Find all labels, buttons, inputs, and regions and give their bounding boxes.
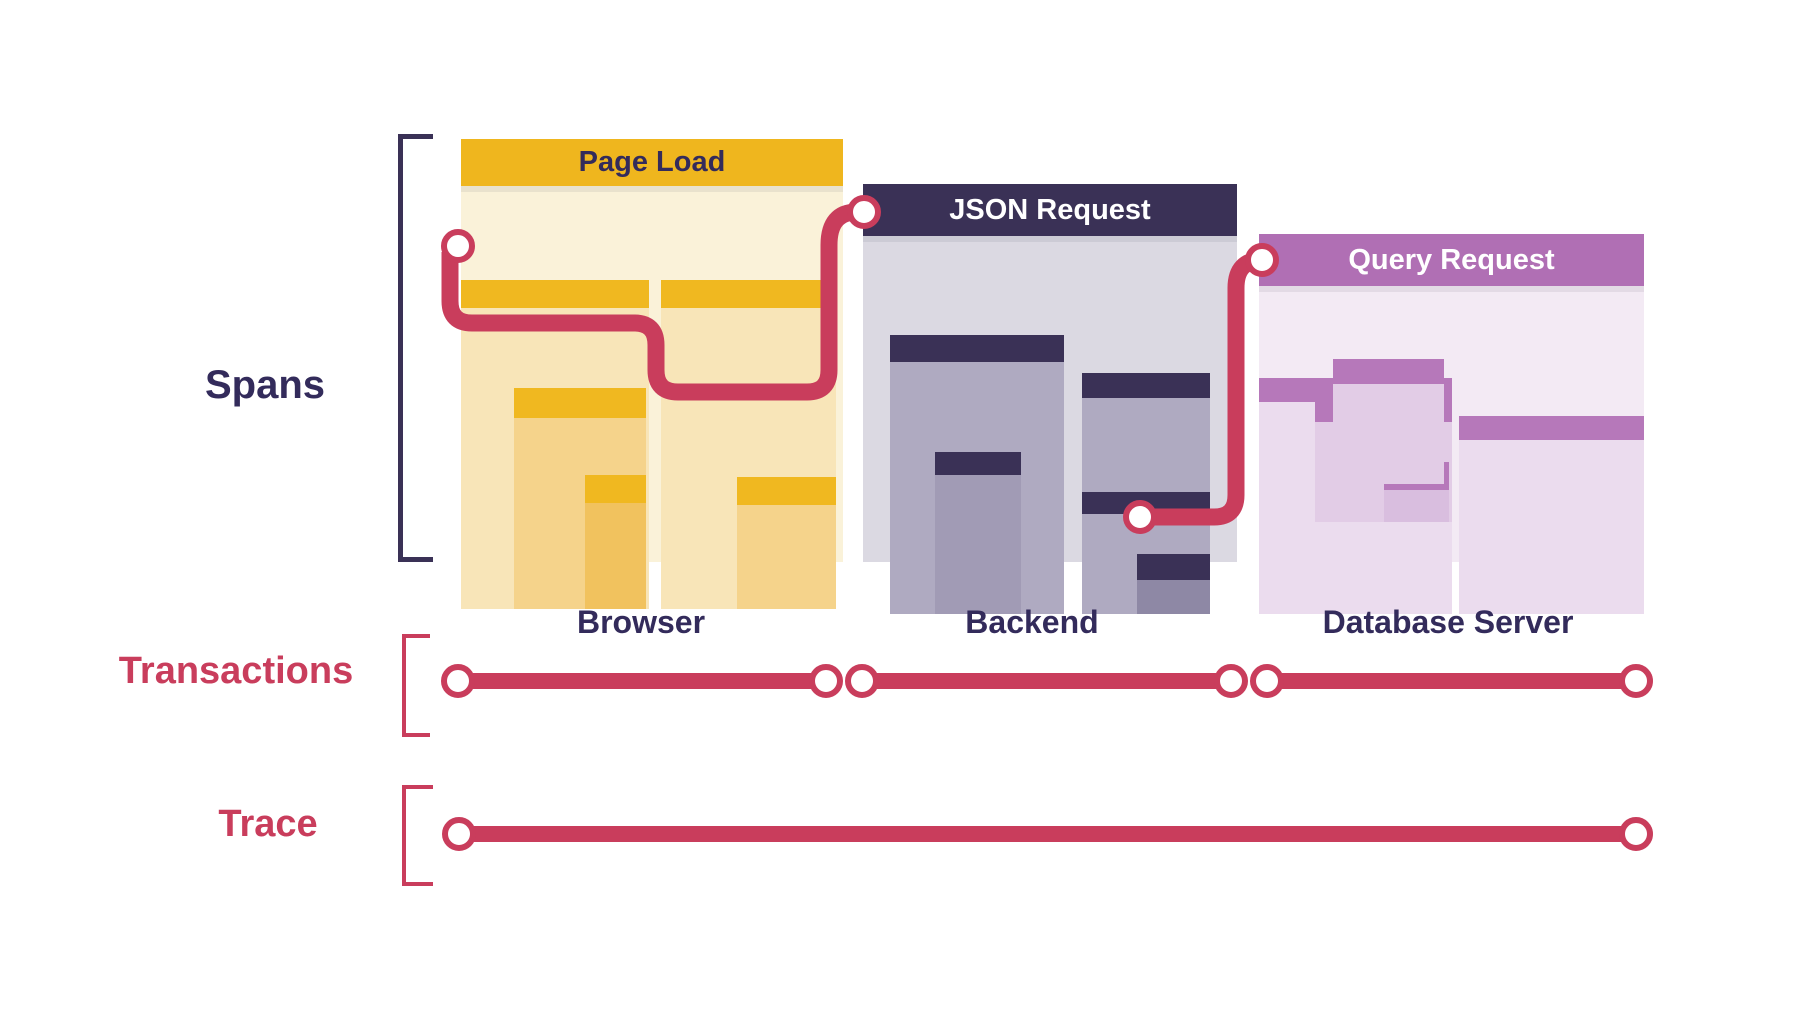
query-request-subspan-right-child-body	[1333, 384, 1444, 484]
trace-end-marker	[1619, 817, 1653, 851]
transactions-section-label: Transactions	[118, 650, 354, 692]
page-load-subspan-left-grandchild	[585, 475, 646, 609]
page-load-span-block: Page Load	[461, 139, 843, 609]
query-request-subspan-right	[1459, 416, 1644, 614]
page-load-subspan-left-child-header	[514, 388, 646, 418]
query-request-subspan-right-child	[1333, 359, 1444, 484]
trace-start-marker	[442, 817, 476, 851]
json-request-header: JSON Request	[863, 184, 1237, 236]
backend-transaction-end-marker	[1214, 664, 1248, 698]
query-request-subspan-right-child-header	[1333, 359, 1444, 384]
query-request-span-block: Query Request	[1259, 234, 1644, 614]
json-request-subspan-left-child	[935, 452, 1021, 614]
query-request-subspan-right-header	[1459, 416, 1644, 440]
trace-bracket	[402, 785, 433, 886]
json-request-subspan-left-child-body	[935, 475, 1021, 614]
json-request-subspan-left-header	[890, 335, 1064, 362]
json-request-subspan-right-1-body	[1082, 398, 1210, 492]
query-request-body	[1259, 286, 1644, 614]
json-request-span-block: JSON Request	[863, 184, 1237, 614]
page-load-title: Page Load	[578, 146, 726, 178]
page-load-body	[461, 186, 843, 609]
backend-transaction-start-marker	[845, 664, 879, 698]
transactions-bracket	[402, 634, 430, 737]
json-request-subspan-right-1-header	[1082, 373, 1210, 398]
trace-section-label: Trace	[218, 803, 318, 845]
json-request-subspan-left-child-header	[935, 452, 1021, 475]
page-load-header: Page Load	[461, 139, 843, 186]
page-load-subspan-left-header	[461, 280, 649, 308]
json-request-subspan-right-1	[1082, 373, 1210, 492]
page-load-subspan-right-child-header	[737, 477, 836, 505]
json-request-subspan-right-2-header	[1082, 492, 1210, 514]
page-load-subspan-right-child-body	[737, 505, 836, 609]
query-request-header: Query Request	[1259, 234, 1644, 286]
json-request-body	[863, 236, 1237, 614]
spans-bracket	[398, 134, 433, 562]
page-load-subspan-left-grandchild-header	[585, 475, 646, 503]
page-load-subspan-right-header	[661, 280, 836, 308]
query-request-title: Query Request	[1348, 243, 1555, 276]
database-transaction-start-marker	[1250, 664, 1284, 698]
database-server-column-label: Database Server	[1322, 604, 1574, 640]
browser-transaction-end-marker	[809, 664, 843, 698]
query-request-subspan-right-body	[1459, 440, 1644, 614]
browser-transaction-start-marker	[441, 664, 475, 698]
json-request-subspan-right-child-header	[1137, 554, 1210, 580]
query-request-subspan-left-grandchild-body	[1384, 490, 1449, 522]
json-request-subspan-right-child	[1137, 554, 1210, 614]
spans-section-label: Spans	[204, 363, 326, 407]
page-load-subspan-right-child	[737, 477, 836, 609]
page-load-subspan-left-grandchild-body	[585, 503, 646, 609]
json-request-subspan-right-child-body	[1137, 580, 1210, 614]
json-request-title: JSON Request	[949, 193, 1151, 226]
browser-column-label: Browser	[576, 604, 706, 640]
backend-column-label: Backend	[965, 604, 1099, 640]
database-transaction-end-marker	[1619, 664, 1653, 698]
